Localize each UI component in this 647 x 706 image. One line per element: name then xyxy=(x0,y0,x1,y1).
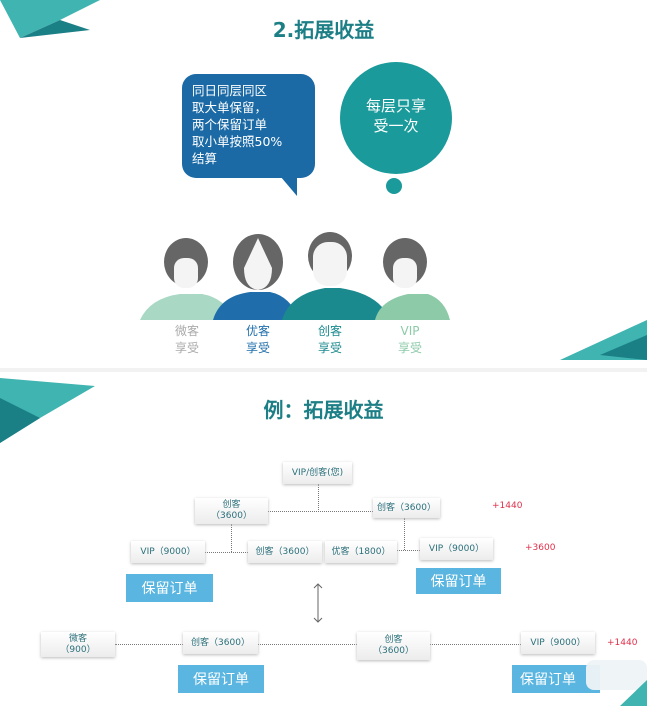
people-avatars-icon xyxy=(140,232,450,320)
connector xyxy=(318,484,319,512)
person-label-wei: 微客享受 xyxy=(157,323,217,357)
node-l1-left: 创客 （3600） xyxy=(195,498,268,524)
keep-order-badge: 保留订单 xyxy=(178,665,264,693)
bubble-line: 结算 xyxy=(192,151,218,166)
person-label-chuang: 创客享受 xyxy=(300,323,360,357)
double-arrow-icon xyxy=(313,583,323,623)
connector xyxy=(404,518,405,550)
bubble-line: 取大单保留， xyxy=(192,100,268,115)
connector xyxy=(268,511,373,512)
node-chuang-mid: 创客（3600） xyxy=(248,541,322,563)
person-label-vip: VIP 享受 xyxy=(380,323,440,357)
node-wei: 微客 （900） xyxy=(41,632,115,657)
node-l1-right: 创客（3600） xyxy=(373,498,440,518)
keep-order-badge: 保留订单 xyxy=(512,665,600,693)
node-vip-b: VIP（9000） xyxy=(521,632,595,654)
slide2-title: 例：拓展收益 xyxy=(263,398,384,422)
thought-bubble: 每层只享 受一次 xyxy=(340,62,452,174)
bonus-label: +1440 xyxy=(492,501,523,511)
decor-polygon-icon xyxy=(0,0,100,38)
label-l1: 创客 xyxy=(317,324,342,338)
decor-polygon-icon xyxy=(620,680,647,706)
node-you-mid: 优客（1800） xyxy=(325,541,397,563)
node-root: VIP/创客(您) xyxy=(283,462,352,484)
slide-divider xyxy=(0,368,647,372)
connector xyxy=(115,644,183,645)
label-l2: 享受 xyxy=(174,341,199,355)
bonus-label: +3600 xyxy=(525,543,556,553)
keep-order-badge: 保留订单 xyxy=(416,568,501,594)
thought-line: 每层只享 xyxy=(365,97,426,115)
connector xyxy=(231,524,232,552)
speech-bubble-tail xyxy=(275,170,297,196)
label-l1: 微客 xyxy=(174,324,199,338)
connector xyxy=(205,552,248,553)
thought-dot xyxy=(386,178,402,194)
decor-polygon-icon xyxy=(560,320,647,360)
node-chuang-b1: 创客（3600） xyxy=(183,632,258,654)
connector xyxy=(397,550,420,551)
speech-bubble: 同日同层同区 取大单保留， 两个保留订单 取小单按照50% 结算 xyxy=(182,74,315,178)
label-l2: 享受 xyxy=(317,341,342,355)
watermark-overlay xyxy=(586,660,647,690)
slide1-title: 2.拓展收益 xyxy=(272,18,375,42)
connector xyxy=(258,644,357,645)
label-l2: 享受 xyxy=(245,341,270,355)
connector xyxy=(430,644,521,645)
node-vip-left: VIP（9000） xyxy=(131,541,205,563)
label-l2: 享受 xyxy=(397,341,422,355)
person-label-you: 优客享受 xyxy=(228,323,288,357)
node-chuang-b2: 创客 （3600） xyxy=(357,632,430,660)
decor-polygon-icon xyxy=(0,378,95,443)
label-l1: 优客 xyxy=(245,324,270,338)
node-vip-right: VIP（9000） xyxy=(420,538,493,560)
label-l1: VIP xyxy=(400,324,420,338)
bubble-line: 同日同层同区 xyxy=(192,83,268,98)
bonus-label: +1440 xyxy=(607,638,638,648)
bubble-line: 两个保留订单 xyxy=(192,117,268,132)
thought-line: 受一次 xyxy=(373,117,419,135)
bubble-line: 取小单按照50% xyxy=(192,134,283,149)
keep-order-badge: 保留订单 xyxy=(126,574,213,602)
